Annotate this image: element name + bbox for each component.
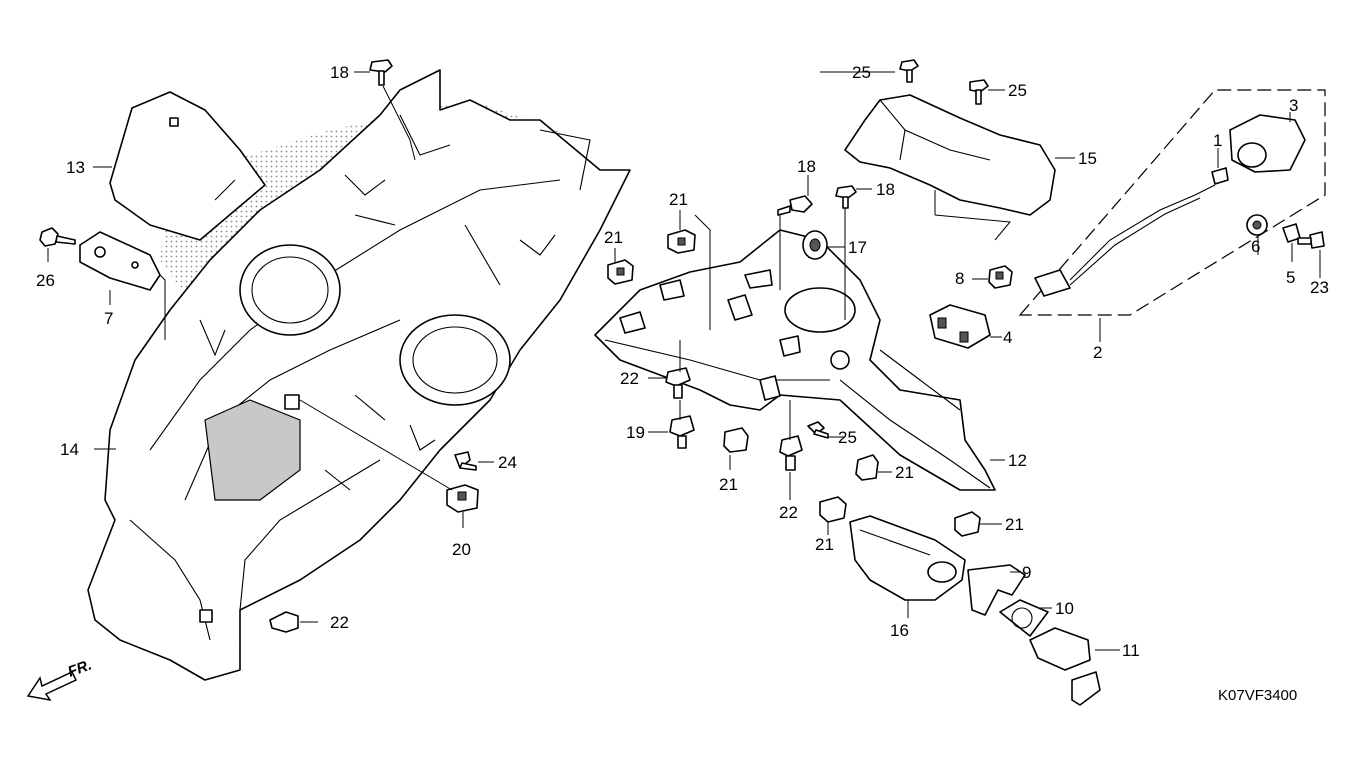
callout-18-b: 18 <box>876 180 895 199</box>
part-18-screw-a <box>369 59 416 161</box>
diagram-code: K07VF3400 <box>1218 687 1297 704</box>
callout-25-c: 25 <box>838 428 857 447</box>
callout-23: 23 <box>1310 278 1329 297</box>
callout-4: 4 <box>1003 328 1012 347</box>
part-25-screw-c <box>969 79 989 105</box>
rear-fender-body <box>87 69 631 681</box>
part-22-bolt-b <box>779 435 803 471</box>
callout-labels: 1 2 3 4 5 6 7 8 9 10 11 12 13 14 15 16 1… <box>36 63 1329 660</box>
callout-22-b: 22 <box>779 503 798 522</box>
callout-20: 20 <box>452 540 471 559</box>
part-21-clip-b <box>607 259 634 285</box>
callout-21-c: 21 <box>719 475 738 494</box>
part-24-bolt <box>454 451 477 471</box>
part-25-screw-a <box>807 421 829 439</box>
callout-21-d: 21 <box>895 463 914 482</box>
part-13-flap <box>109 91 266 241</box>
callout-17: 17 <box>848 238 867 257</box>
callout-25-a: 25 <box>852 63 871 82</box>
part-18-screw-b <box>777 195 813 290</box>
callout-21-b: 21 <box>604 228 623 247</box>
part-25-screw-b <box>899 59 919 83</box>
part-22-bolt-a <box>665 367 691 399</box>
callout-22-c: 22 <box>330 613 349 632</box>
part-23-screw <box>1297 231 1325 249</box>
callout-5: 5 <box>1286 268 1295 287</box>
leader-lines <box>47 71 1321 651</box>
callout-13: 13 <box>66 158 85 177</box>
callout-21-a: 21 <box>669 190 688 209</box>
callout-1: 1 <box>1213 131 1222 150</box>
front-direction-label: FR. <box>66 657 95 681</box>
callout-8: 8 <box>955 269 964 288</box>
part-4-rubber <box>929 304 991 349</box>
part-2-harness <box>1034 184 1216 297</box>
part-21-clip-a <box>667 229 696 254</box>
callout-24: 24 <box>498 453 517 472</box>
callout-18-a: 18 <box>797 157 816 176</box>
part-1-bulb <box>1211 167 1229 185</box>
part-17-grommet <box>802 230 828 260</box>
part-2-assembly-box <box>1018 89 1326 316</box>
part-10-washer <box>999 599 1049 637</box>
part-6-nut <box>1246 214 1268 236</box>
callout-11: 11 <box>1122 641 1140 660</box>
part-22-bolt-left <box>269 611 299 633</box>
callout-7: 7 <box>104 309 113 328</box>
callout-15: 15 <box>1078 149 1097 168</box>
part-20-clip <box>299 399 479 513</box>
callout-3: 3 <box>1289 96 1298 115</box>
part-16-lock-housing <box>849 515 966 601</box>
callout-19: 19 <box>626 423 645 442</box>
callout-25-b: 25 <box>1008 81 1027 100</box>
callout-21-f: 21 <box>1005 515 1024 534</box>
part-21-clip-e <box>819 496 847 523</box>
part-26-bolt <box>39 227 76 247</box>
part-21-clip-c <box>723 427 749 453</box>
rear-fender-assembly <box>87 69 631 681</box>
callout-10: 10 <box>1055 599 1074 618</box>
part-19-bolt <box>669 415 695 449</box>
part-3-switch-housing <box>1229 114 1306 173</box>
part-18-screw-c <box>835 185 857 320</box>
part-7-bracket <box>79 231 166 340</box>
front-direction-arrow: FR. <box>26 657 95 702</box>
part-21-clip-d <box>855 454 879 481</box>
part-15-cover <box>844 94 1056 216</box>
callout-18-c: 18 <box>330 63 349 82</box>
part-9-plate <box>967 564 1026 616</box>
part-11-key-cylinder <box>1029 627 1101 706</box>
callout-14: 14 <box>60 440 79 459</box>
part-12-inner-fender <box>594 229 996 491</box>
callout-21-e: 21 <box>815 535 834 554</box>
callout-12: 12 <box>1008 451 1027 470</box>
callout-16: 16 <box>890 621 909 640</box>
part-8-clip <box>988 265 1013 289</box>
callout-22-a: 22 <box>620 369 639 388</box>
callout-9: 9 <box>1022 563 1031 582</box>
callout-2: 2 <box>1093 343 1102 362</box>
callout-26: 26 <box>36 271 55 290</box>
part-21-clip-f <box>954 511 981 537</box>
callout-6: 6 <box>1251 237 1260 256</box>
